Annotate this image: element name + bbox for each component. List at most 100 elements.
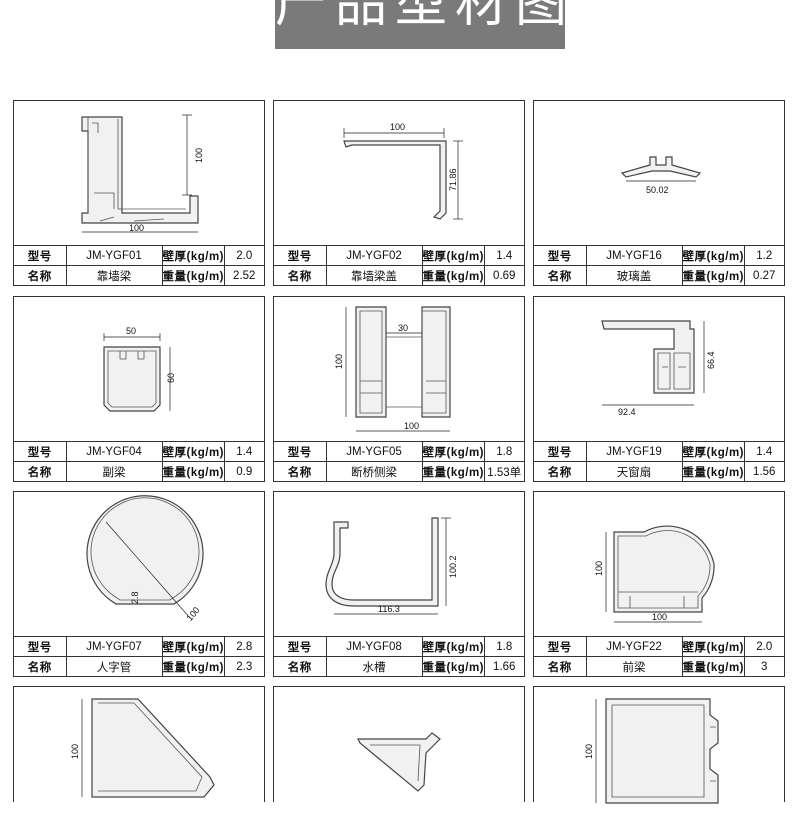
name-label: 名称 <box>14 461 67 481</box>
weight-label: 重量(kg/m) <box>161 265 225 285</box>
model-value: JM-YGF22 <box>585 636 683 657</box>
name-label: 名称 <box>274 656 327 676</box>
name-value: 玻璃盖 <box>585 265 683 285</box>
wall-label: 壁厚(kg/m) <box>161 245 225 266</box>
dim-label: 100 <box>334 354 344 369</box>
wall-label: 壁厚(kg/m) <box>161 636 225 657</box>
profile-drawing-ygf01: 100 100 <box>81 114 204 233</box>
product-card-partial-3: 100 <box>533 686 785 804</box>
weight-label: 重量(kg/m) <box>681 461 745 481</box>
profile-drawing-ygf02: 100 71.86 <box>343 122 463 220</box>
model-value: JM-YGF08 <box>325 636 423 657</box>
weight-value: 1.53单 <box>483 461 524 481</box>
wall-value: 1.8 <box>483 636 524 657</box>
model-label: 型号 <box>274 441 327 462</box>
dim-label: 100 <box>184 605 201 623</box>
weight-value: 1.56 <box>743 461 784 481</box>
product-card-ygf16: 50.02 型号 JM-YGF16 壁厚(kg/m) 1.2 名称 玻璃盖 重量… <box>533 100 785 286</box>
banner-title: 产品型材图 <box>275 0 576 34</box>
model-value: JM-YGF02 <box>325 245 423 266</box>
dim-label: 30 <box>398 323 408 333</box>
wall-label: 壁厚(kg/m) <box>421 441 485 462</box>
dim-label: 50.02 <box>646 185 669 195</box>
spec-table: 型号 JM-YGF04 壁厚(kg/m) 1.4 名称 副梁 重量(kg/m) … <box>14 441 264 481</box>
model-label: 型号 <box>274 636 327 657</box>
model-label: 型号 <box>534 636 587 657</box>
profile-drawing-ygf05: 30 100 100 <box>334 306 451 432</box>
spec-table: 型号 JM-YGF19 壁厚(kg/m) 1.4 名称 天窗扇 重量(kg/m)… <box>534 441 784 481</box>
model-label: 型号 <box>274 245 327 266</box>
weight-label: 重量(kg/m) <box>161 656 225 676</box>
name-value: 靠墙梁盖 <box>325 265 423 285</box>
dim-label: 92.4 <box>618 407 636 417</box>
model-value: JM-YGF05 <box>325 441 423 462</box>
model-value: JM-YGF04 <box>65 441 163 462</box>
dim-label: 50 <box>126 326 136 336</box>
dim-label: 100 <box>404 421 419 431</box>
model-value: JM-YGF07 <box>65 636 163 657</box>
model-value: JM-YGF01 <box>65 245 163 266</box>
wall-label: 壁厚(kg/m) <box>161 441 225 462</box>
spec-table: 型号 JM-YGF07 壁厚(kg/m) 2.8 名称 人字管 重量(kg/m)… <box>14 636 264 676</box>
product-card-partial-1: 100 <box>13 686 265 802</box>
profile-drawing-partial-2 <box>357 732 441 792</box>
product-card-ygf22: 100 100 型号 JM-YGF22 壁厚(kg/m) 2.0 名称 前梁 重… <box>533 491 785 677</box>
weight-value: 0.69 <box>483 265 524 285</box>
name-label: 名称 <box>14 265 67 285</box>
model-label: 型号 <box>14 441 67 462</box>
dim-label: 2.8 <box>130 591 140 604</box>
spec-table: 型号 JM-YGF16 壁厚(kg/m) 1.2 名称 玻璃盖 重量(kg/m)… <box>534 245 784 285</box>
wall-label: 壁厚(kg/m) <box>421 245 485 266</box>
profile-drawing-ygf22: 100 100 <box>594 525 715 623</box>
wall-value: 2.0 <box>223 245 264 266</box>
wall-label: 壁厚(kg/m) <box>681 245 745 266</box>
weight-label: 重量(kg/m) <box>681 656 745 676</box>
wall-value: 2.8 <box>223 636 264 657</box>
dim-label: 116.3 <box>378 604 400 614</box>
profile-drawing-ygf16: 50.02 <box>620 156 702 195</box>
model-label: 型号 <box>534 441 587 462</box>
weight-label: 重量(kg/m) <box>681 265 745 285</box>
name-value: 天窗扇 <box>585 461 683 481</box>
name-label: 名称 <box>534 265 587 285</box>
spec-table: 型号 JM-YGF22 壁厚(kg/m) 2.0 名称 前梁 重量(kg/m) … <box>534 636 784 676</box>
weight-label: 重量(kg/m) <box>421 656 485 676</box>
dim-label: 100.2 <box>448 555 458 578</box>
wall-value: 1.4 <box>223 441 264 462</box>
weight-value: 0.27 <box>743 265 784 285</box>
wall-value: 1.4 <box>743 441 784 462</box>
dim-label: 100 <box>70 744 80 759</box>
spec-table: 型号 JM-YGF05 壁厚(kg/m) 1.8 名称 断桥侧梁 重量(kg/m… <box>274 441 524 481</box>
name-value: 水槽 <box>325 656 423 676</box>
profile-drawing-partial-3: 100 <box>584 698 719 804</box>
product-card-ygf05: 30 100 100 型号 JM-YGF05 壁厚(kg/m) 1.8 名称 断… <box>273 296 525 482</box>
model-label: 型号 <box>534 245 587 266</box>
weight-value: 0.9 <box>223 461 264 481</box>
name-value: 副梁 <box>65 461 163 481</box>
weight-value: 2.52 <box>223 265 264 285</box>
dim-label: 100 <box>652 612 667 622</box>
profile-drawing-ygf19: 66.4 92.4 <box>601 320 716 417</box>
spec-table: 型号 JM-YGF01 壁厚(kg/m) 2.0 名称 靠墙梁 重量(kg/m)… <box>14 245 264 285</box>
dim-label: 100 <box>390 122 405 132</box>
wall-label: 壁厚(kg/m) <box>421 636 485 657</box>
dim-label: 100 <box>584 744 594 759</box>
product-card-partial-2 <box>273 686 525 802</box>
name-value: 人字管 <box>65 656 163 676</box>
dim-label: 66.4 <box>706 351 716 369</box>
spec-table: 型号 JM-YGF08 壁厚(kg/m) 1.8 名称 水槽 重量(kg/m) … <box>274 636 524 676</box>
model-value: JM-YGF16 <box>585 245 683 266</box>
name-value: 靠墙梁 <box>65 265 163 285</box>
profile-drawing-ygf07: 2.8 100 <box>86 495 204 623</box>
name-label: 名称 <box>274 265 327 285</box>
wall-value: 1.2 <box>743 245 784 266</box>
product-card-ygf19: 66.4 92.4 型号 JM-YGF19 壁厚(kg/m) 1.4 名称 天窗… <box>533 296 785 482</box>
product-card-ygf01: 100 100 型号 JM-YGF01 壁厚(kg/m) 2.0 名称 靠墙梁 … <box>13 100 265 286</box>
dim-label: 100 <box>129 223 144 233</box>
profile-drawing-ygf04: 50 60 <box>103 326 176 412</box>
model-label: 型号 <box>14 636 67 657</box>
wall-label: 壁厚(kg/m) <box>681 636 745 657</box>
dim-label: 100 <box>594 561 604 576</box>
wall-value: 1.4 <box>483 245 524 266</box>
wall-value: 1.8 <box>483 441 524 462</box>
